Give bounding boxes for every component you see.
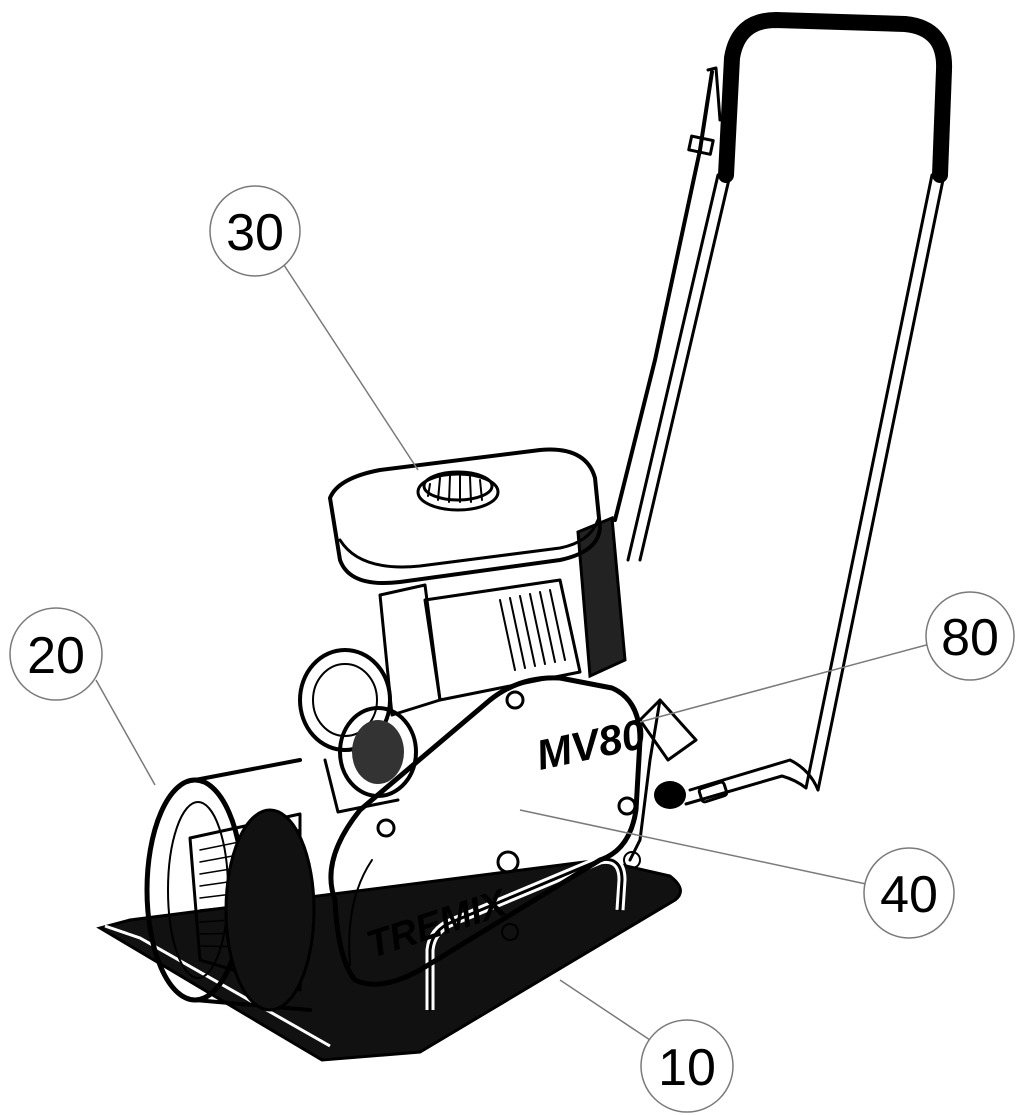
leader-80 — [639, 643, 931, 723]
callout-20: 20 — [9, 607, 103, 701]
callout-10-label: 10 — [658, 1039, 716, 1097]
engine — [298, 578, 582, 814]
callout-40-label: 40 — [880, 866, 938, 924]
callout-40: 40 — [863, 847, 955, 939]
leader-40 — [519, 809, 867, 885]
handle-mount — [628, 698, 698, 862]
callout-30-label: 30 — [226, 204, 284, 262]
fuel-tank — [328, 447, 602, 585]
rubber-damper — [576, 515, 627, 679]
leader-lines — [95, 261, 931, 1041]
callout-20-label: 20 — [27, 627, 85, 685]
callout-30: 30 — [209, 185, 301, 277]
leader-20 — [95, 679, 156, 786]
handle — [613, 12, 953, 809]
leader-30 — [281, 261, 419, 471]
callout-80: 80 — [925, 591, 1015, 681]
model-label: MV80 — [532, 710, 649, 779]
callout-10: 10 — [640, 1019, 734, 1113]
leader-10 — [559, 979, 651, 1041]
callout-80-label: 80 — [941, 609, 999, 667]
exciter-drum — [144, 758, 316, 1012]
